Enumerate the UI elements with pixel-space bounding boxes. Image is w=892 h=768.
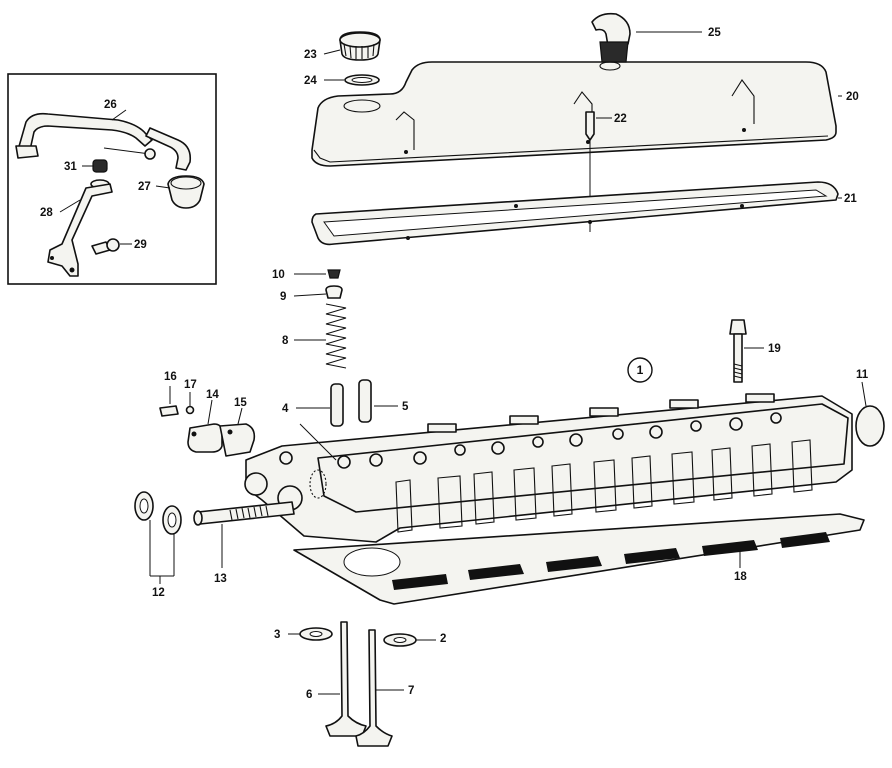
callout-8: 8 — [282, 335, 289, 347]
callout-20: 20 — [846, 91, 859, 103]
gasket-inner — [323, 189, 828, 237]
bracket-hole-2 — [69, 267, 75, 273]
callout-14: 14 — [206, 389, 219, 401]
valves — [299, 621, 417, 747]
callout-19: 19 — [768, 343, 781, 355]
filler-cap — [339, 31, 381, 61]
leader-lines — [59, 31, 867, 695]
callout-17: 17 — [184, 379, 197, 391]
water-tube — [197, 501, 295, 525]
filler-cap-knurl — [343, 43, 375, 59]
callout-29: 29 — [134, 239, 147, 251]
rubber-grommet — [167, 175, 205, 209]
small-washer — [185, 405, 195, 415]
hidden-port — [309, 469, 327, 499]
water-tube-end — [193, 510, 203, 526]
front-stud — [279, 451, 293, 465]
front-bore-1 — [244, 472, 268, 496]
assembly-reference-label: 1 — [637, 363, 644, 377]
callout-15: 15 — [234, 397, 247, 409]
callout-25: 25 — [708, 27, 721, 39]
assembly-reference-circle — [627, 357, 653, 383]
callout-22: 22 — [614, 113, 627, 125]
cover-screw — [585, 111, 595, 141]
callout-2: 2 — [440, 633, 446, 645]
cylinder-head-top-deck — [317, 403, 849, 513]
rocker-cover-gasket — [311, 181, 839, 246]
callout-10: 10 — [272, 269, 285, 281]
filler-opening — [343, 99, 381, 113]
valve-spring — [325, 303, 347, 369]
exhaust-valve — [355, 629, 393, 747]
breather-elbow — [591, 12, 631, 63]
head-gasket — [293, 513, 865, 605]
callout-24: 24 — [304, 75, 317, 87]
filler-cap-top — [339, 32, 381, 48]
valve-guide-exhaust — [358, 379, 372, 423]
callout-23: 23 — [304, 49, 317, 61]
pipe-clip — [144, 148, 156, 160]
callout-12: 12 — [152, 587, 165, 599]
valve-spring-assembly — [325, 269, 372, 427]
outlet-gasket — [219, 423, 256, 457]
head-bolt-thread — [733, 363, 743, 379]
callout-16: 16 — [164, 371, 177, 383]
rocker-posts — [337, 393, 782, 469]
head-bolt — [729, 319, 747, 383]
cover-rib-3 — [731, 79, 755, 124]
core-plug — [855, 405, 885, 447]
callout-31: 31 — [64, 161, 77, 173]
bracket-hole — [50, 256, 54, 260]
pipe-connection-line — [103, 147, 151, 155]
breather-elbow-bend — [591, 12, 631, 47]
water-tube-assembly — [134, 491, 295, 535]
filler-cap-seal-hole — [351, 77, 373, 83]
rocker-cover-flange — [313, 135, 829, 163]
breather-pipe — [17, 112, 153, 151]
valve-collets — [327, 269, 341, 279]
valve-guide-inlet — [330, 383, 344, 427]
rocker-cover-body — [311, 61, 837, 167]
water-tube-knurl — [229, 505, 269, 521]
mounting-bracket — [47, 183, 113, 277]
callout-9: 9 — [280, 291, 286, 303]
callout-18: 18 — [734, 571, 747, 583]
rocker-cover — [311, 61, 837, 167]
callout-27: 27 — [138, 181, 151, 193]
head-bolt-head — [729, 319, 747, 335]
callout-11: 11 — [856, 369, 869, 381]
assembly-reference: 1 — [627, 357, 653, 383]
rubber-grommet-top — [170, 176, 202, 190]
inlet-valve — [325, 621, 367, 737]
water-outlet-parts — [159, 405, 256, 457]
cover-plate — [187, 423, 223, 453]
callout-4: 4 — [282, 403, 289, 415]
callout-5: 5 — [402, 401, 409, 413]
breather-elbow-nut — [599, 41, 629, 63]
cylinder-head — [244, 393, 853, 543]
port-row — [395, 439, 813, 533]
spring-cap — [325, 285, 343, 299]
callout-labels: 2 3 4 5 6 7 8 9 10 11 12 13 14 15 16 17 … — [40, 27, 869, 701]
inset-frame — [7, 73, 217, 285]
callout-7: 7 — [408, 685, 414, 697]
callout-13: 13 — [214, 573, 227, 585]
breather-pipe-bend — [145, 127, 192, 171]
callout-21: 21 — [844, 193, 857, 205]
head-bolt-shank — [733, 333, 743, 383]
callout-26: 26 — [104, 99, 117, 111]
pipe-flange — [15, 145, 39, 159]
small-bolt — [159, 405, 179, 417]
cover-rib-1 — [395, 111, 415, 150]
callout-28: 28 — [40, 207, 53, 219]
callout-3: 3 — [274, 629, 280, 641]
grommet — [92, 159, 108, 173]
inset-breather-assembly — [7, 73, 217, 285]
callout-6: 6 — [306, 689, 312, 701]
bolt-head — [106, 238, 120, 252]
